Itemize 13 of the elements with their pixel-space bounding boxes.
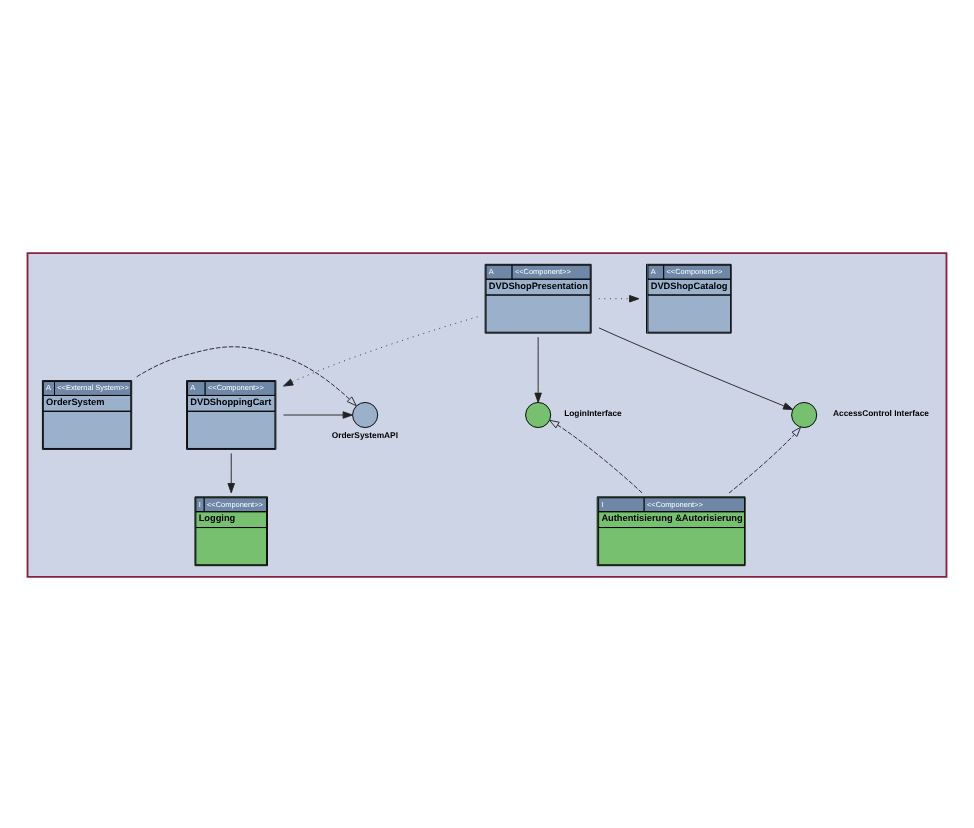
arrow	[728, 425, 802, 493]
arrow	[136, 345, 357, 406]
node-circle	[352, 400, 379, 428]
arrow	[227, 451, 235, 493]
node-circle	[791, 400, 818, 428]
node-circle	[525, 400, 552, 428]
arrow	[534, 335, 542, 402]
arrow	[598, 294, 640, 302]
arrow	[283, 315, 478, 386]
cluster	[26, 251, 948, 577]
arrow	[549, 418, 643, 493]
arrow	[598, 326, 794, 409]
arrow	[283, 410, 353, 418]
